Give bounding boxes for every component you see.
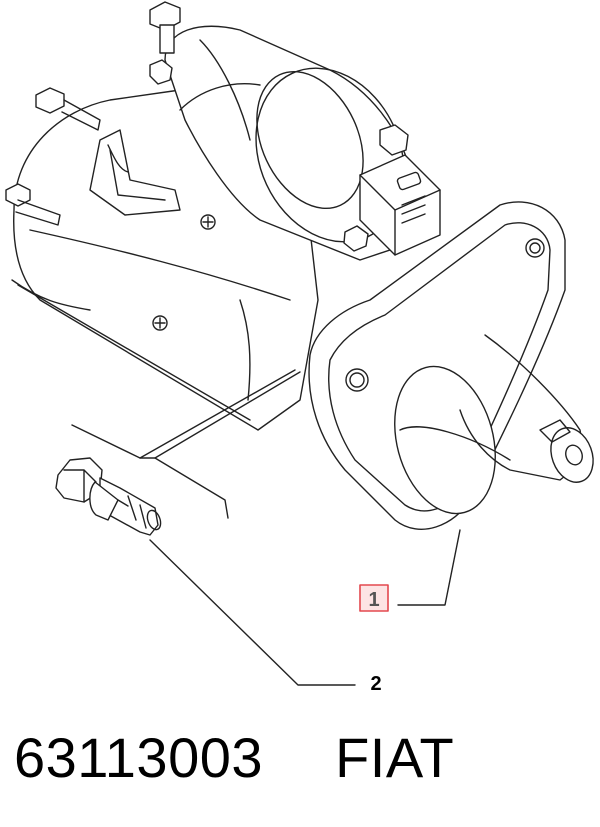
brand-name: FIAT — [335, 726, 455, 789]
bolt-part — [55, 457, 162, 536]
callout-2[interactable]: 2 — [370, 673, 381, 695]
leader-lines — [71, 369, 461, 686]
part-number: 63113003 — [14, 726, 263, 789]
strap-bracket — [89, 129, 181, 216]
callout-1-label: 1 — [368, 589, 379, 611]
terminal-bolts — [5, 1, 181, 226]
callout-1[interactable]: 1 — [359, 584, 389, 612]
connector-block — [343, 124, 441, 256]
screw-marks — [152, 214, 216, 331]
solenoid — [164, 25, 421, 261]
part-footer: 63113003 FIAT — [14, 722, 454, 794]
starter-motor-diagram: 1 2 — [5, 1, 594, 695]
mounting-flange — [308, 201, 566, 530]
drive-nose-cone — [394, 334, 594, 515]
callout-2-label: 2 — [370, 673, 381, 695]
